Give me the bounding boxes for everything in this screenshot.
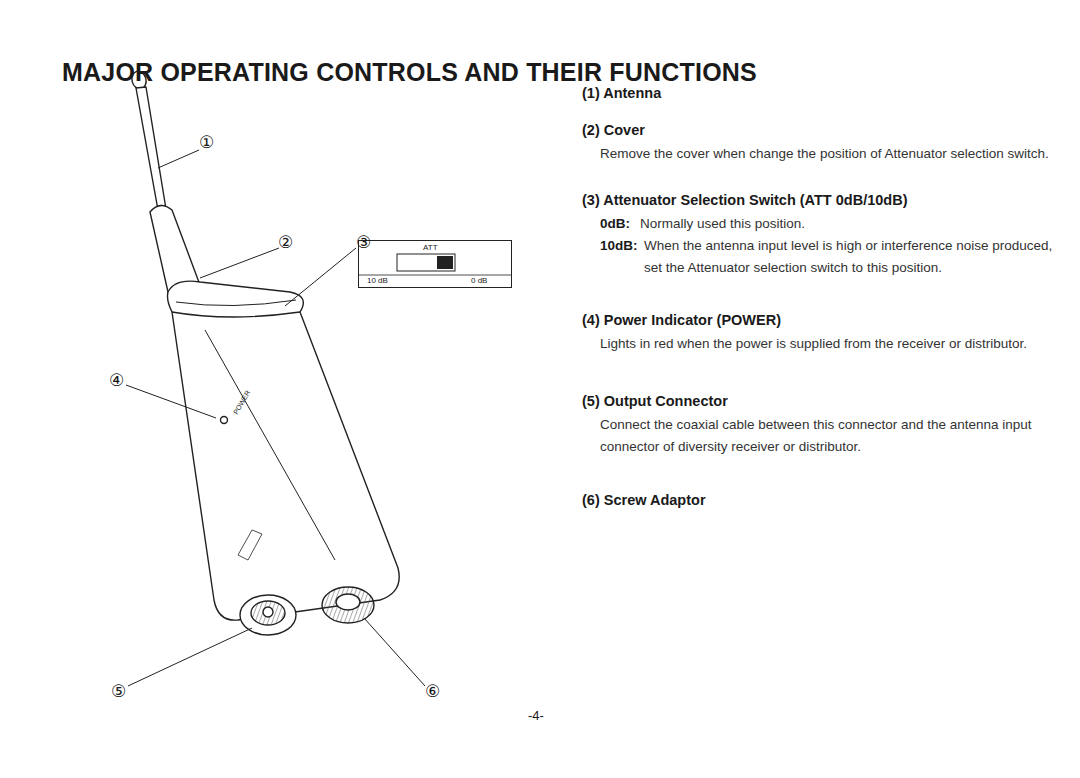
housing bbox=[168, 281, 400, 620]
antenna-rod bbox=[136, 87, 166, 210]
callout-number: ④ bbox=[109, 372, 124, 389]
leader-line bbox=[364, 618, 425, 686]
screw-adaptor bbox=[336, 594, 360, 610]
switch-inset: ATT 10 dB 0 dB bbox=[358, 240, 512, 288]
section-text: Connect the coaxial cable between this c… bbox=[600, 414, 1060, 458]
housing-rim bbox=[176, 300, 296, 306]
housing-rim bbox=[172, 312, 300, 317]
page-title: MAJOR OPERATING CONTROLS AND THEIR FUNCT… bbox=[62, 58, 757, 87]
switch-position: 10 dB bbox=[367, 276, 388, 285]
switch-position: 0 dB bbox=[471, 276, 487, 285]
section-heading: (6) Screw Adaptor bbox=[582, 492, 706, 508]
leader-line bbox=[158, 150, 199, 168]
section-heading: (5) Output Connector bbox=[582, 393, 728, 409]
callout-number: ① bbox=[199, 134, 214, 151]
leader-line bbox=[126, 385, 216, 418]
callout-number: ⑥ bbox=[425, 683, 440, 700]
term: 0dB: bbox=[600, 213, 630, 235]
callout-number: ③ bbox=[356, 234, 371, 251]
leader-line bbox=[285, 248, 356, 306]
leader-line bbox=[200, 248, 279, 278]
section-heading: (2) Cover bbox=[582, 122, 645, 138]
output-connector-pin bbox=[263, 607, 273, 617]
page-number: -4- bbox=[528, 708, 544, 723]
section-text: Lights in red when the power is supplied… bbox=[600, 333, 1060, 355]
section-heading: (1) Antenna bbox=[582, 85, 661, 101]
output-connector bbox=[240, 595, 296, 635]
section-text: Remove the cover when change the positio… bbox=[600, 143, 1060, 165]
section-text: Normally used this position. bbox=[640, 213, 1060, 235]
screw-adaptor bbox=[322, 587, 374, 623]
leader-line bbox=[128, 628, 252, 686]
section-heading: (3) Attenuator Selection Switch (ATT 0dB… bbox=[582, 192, 907, 208]
callout-number: ② bbox=[278, 234, 293, 251]
cover bbox=[150, 205, 200, 292]
switch-label: ATT bbox=[423, 243, 438, 252]
housing-edge bbox=[205, 330, 335, 560]
output-connector bbox=[251, 601, 285, 625]
callout-number: ⑤ bbox=[111, 683, 126, 700]
section-heading: (4) Power Indicator (POWER) bbox=[582, 312, 781, 328]
section-text: When the antenna input level is high or … bbox=[644, 235, 1060, 279]
term: 10dB: bbox=[600, 235, 638, 257]
brand-plate bbox=[238, 530, 262, 560]
power-indicator bbox=[221, 417, 228, 424]
